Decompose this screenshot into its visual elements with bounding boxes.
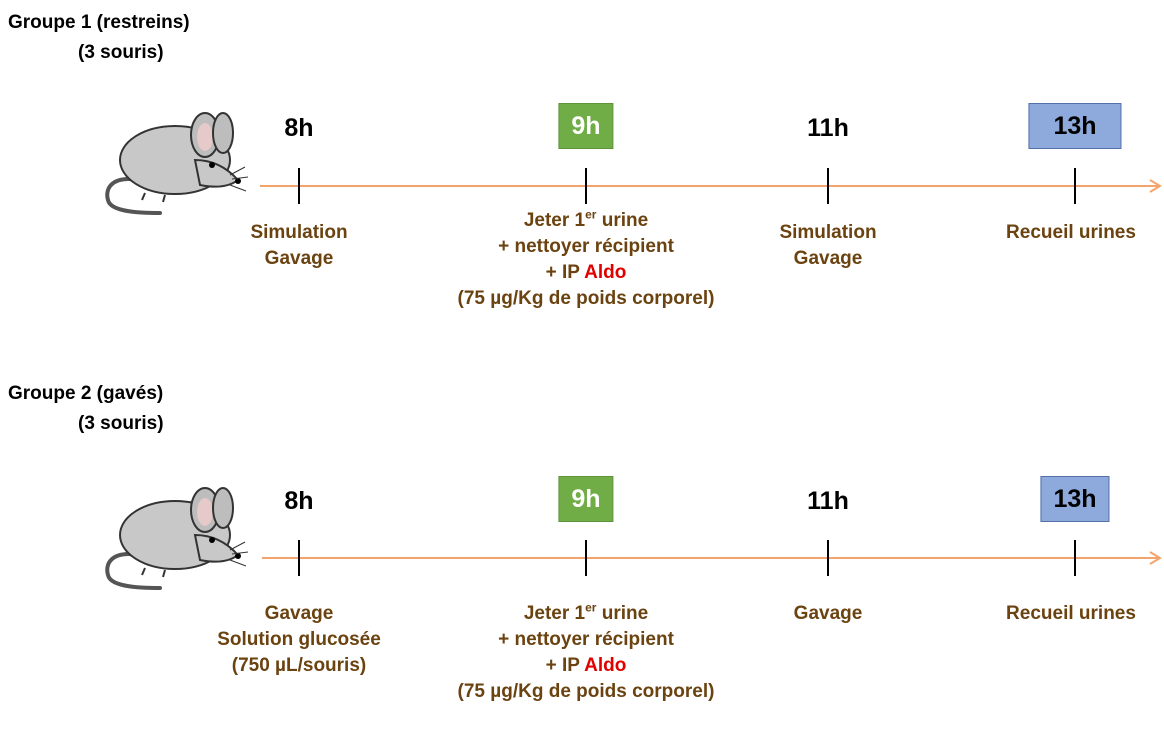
step-9h: Jeter 1er urine + nettoyer récipient + I… [458,601,715,705]
step-line: Gavage [793,248,863,269]
step-line: (750 µL/souris) [231,655,367,676]
group-title: Groupe 2 (gavés) (3 souris) [8,379,164,439]
time-label-8h: 8h [284,114,314,142]
step-line: + nettoyer récipient [498,629,674,650]
aldo-label: Aldo [584,262,627,283]
time-label-9h: 9h [558,103,614,149]
step-line: (75 µg/Kg de poids corporel) [457,288,715,309]
step-line: Solution glucosée [217,629,381,650]
mouse-icon [105,487,249,590]
group-title-line2: (3 souris) [78,42,164,63]
step-11h: Simulation Gavage [779,220,876,272]
step-line: Simulation [779,222,877,243]
step-line: + nettoyer récipient [498,236,674,257]
time-label-13h: 13h [1028,103,1122,149]
step-line: Jeter 1er urine [523,207,649,231]
aldo-label: Aldo [584,655,627,676]
step-8h: Gavage Solution glucosée (750 µL/souris) [217,601,381,679]
step-line: (75 µg/Kg de poids corporel) [457,681,715,702]
step-line: Gavage [793,603,863,624]
group-title: Groupe 1 (restreins) (3 souris) [8,8,190,68]
time-label-11h: 11h [807,114,849,142]
group-2: Groupe 2 (gavés) (3 souris) 8h 9h 11h 13… [0,375,1164,731]
timeline-axis [260,168,1162,204]
group-title-line1: Groupe 2 (gavés) [8,383,164,404]
time-label-11h: 11h [807,487,849,515]
step-13h: Recueil urines [1006,220,1136,246]
time-label-9h: 9h [558,476,614,522]
step-line: Gavage [264,248,334,269]
step-line: Jeter 1er urine [523,600,649,624]
step-13h: Recueil urines [1006,601,1136,627]
mouse-icon [105,112,249,215]
step-9h: Jeter 1er urine + nettoyer récipient + I… [458,208,715,312]
step-line: + IP Aldo [545,262,627,283]
step-line: Gavage [264,603,334,624]
time-label-8h: 8h [284,487,314,515]
step-11h: Gavage [794,601,863,627]
step-line: Simulation [250,222,348,243]
time-label-13h: 13h [1040,476,1110,522]
step-line: Recueil urines [1006,222,1136,243]
group-1: Groupe 1 (restreins) (3 souris) 8h 9h 11… [0,0,1164,356]
group-title-line1: Groupe 1 (restreins) [8,12,190,33]
step-line: + IP Aldo [545,655,627,676]
step-line: Recueil urines [1006,603,1136,624]
step-8h: Simulation Gavage [250,220,347,272]
group-title-line2: (3 souris) [78,413,164,434]
timeline-axis [262,540,1162,576]
